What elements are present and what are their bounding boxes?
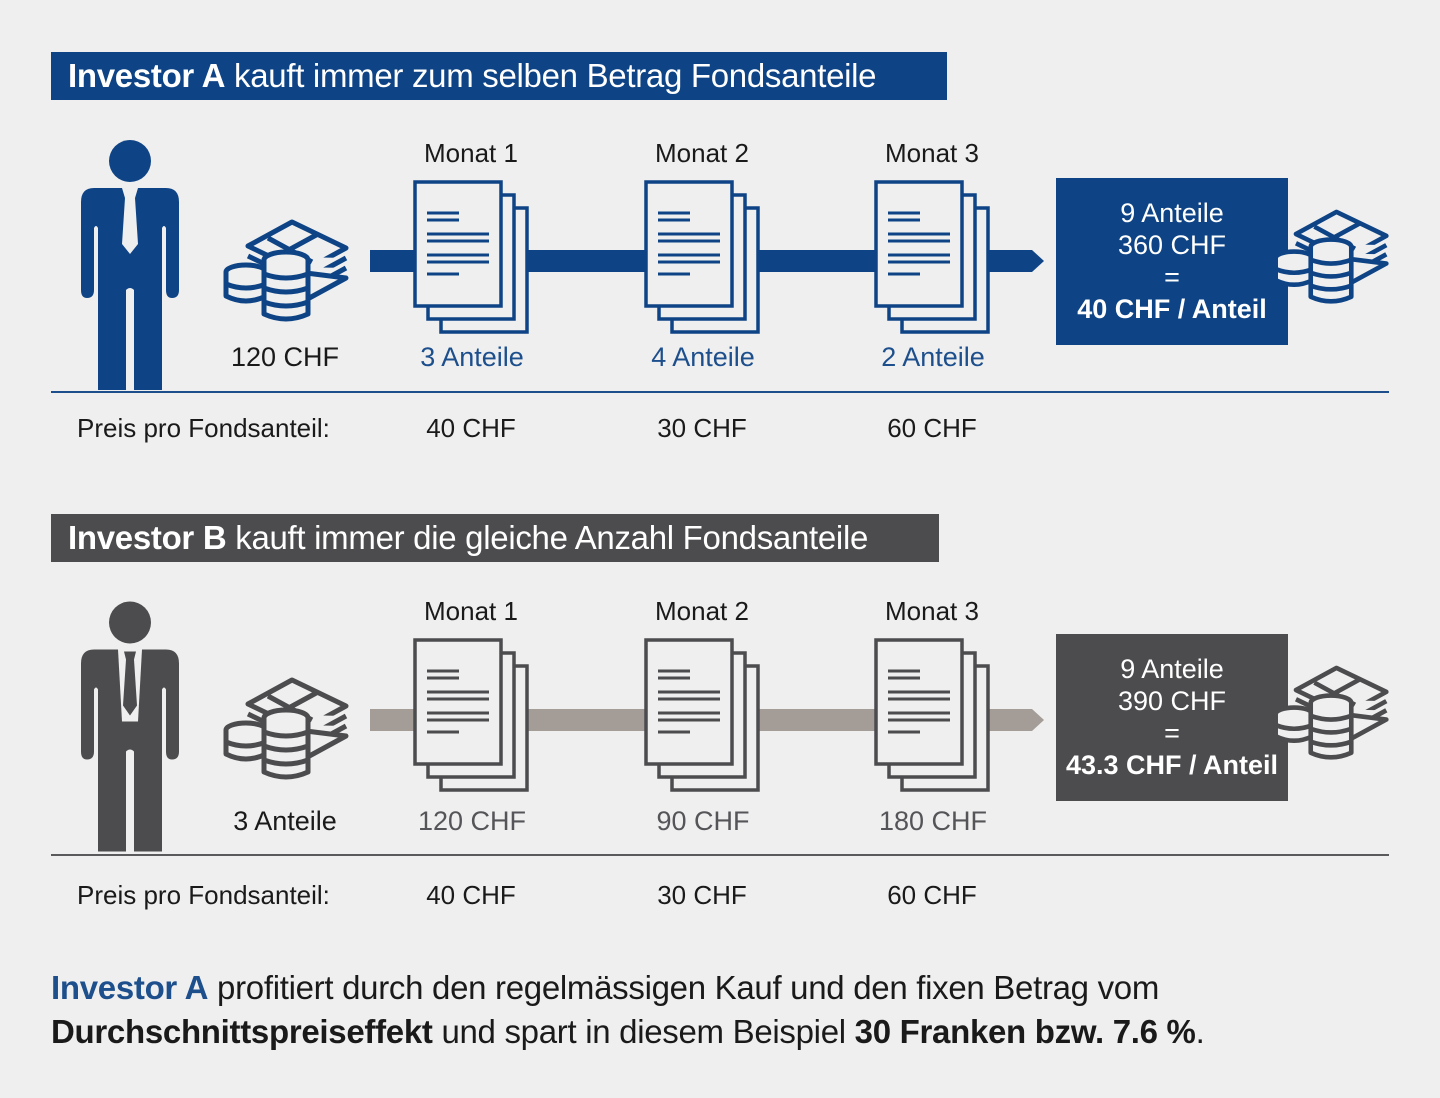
month-shares: 4 Anteile [651, 342, 755, 372]
conclusion-highlight: Investor A [51, 969, 209, 1006]
month-amount: 90 CHF [656, 806, 750, 836]
summary-shares: 9 Anteile [1120, 198, 1224, 228]
conclusion-bold-1: Durchschnittspreiseffekt [51, 1013, 433, 1050]
conclusion-text: Investor A profitiert durch den regelmäs… [51, 966, 1205, 1054]
conclusion-text-2: und spart in diesem Beispiel [432, 1013, 855, 1050]
price-value: 40 CHF [426, 413, 516, 443]
businessman-icon [81, 140, 179, 390]
document-stack-icon [644, 180, 760, 334]
month-amount: 120 CHF [417, 806, 527, 836]
month-label: Monat 1 [424, 596, 518, 626]
month-label: Monat 3 [885, 138, 979, 168]
summary-per-share: 40 CHF / Anteil [1077, 294, 1267, 324]
month-label: Monat 2 [655, 596, 749, 626]
investor-a-title-rest: kauft immer zum selben Betrag Fondsantei… [225, 57, 877, 94]
investor-b-baseline [51, 854, 1389, 856]
document-stack-icon [413, 638, 529, 792]
summary-per-share: 43.3 CHF / Anteil [1065, 750, 1279, 780]
price-value: 30 CHF [657, 880, 747, 910]
businessman-icon [81, 601, 179, 852]
month-amount: 180 CHF [878, 806, 988, 836]
investor-a-title-bold: Investor A [68, 57, 226, 94]
price-value: 40 CHF [426, 880, 516, 910]
investor-b-summary: 9 Anteile 390 CHF = 43.3 CHF / Anteil [1056, 634, 1288, 801]
conclusion-text-1: profitiert durch den regelmässigen Kauf … [208, 969, 1160, 1006]
investor-b-title-rest: kauft immer die gleiche Anzahl Fondsante… [226, 519, 869, 556]
month-shares: 2 Anteile [881, 342, 985, 372]
investor-b-investment: 3 Anteile [233, 806, 337, 836]
investor-b-title-bold: Investor B [68, 519, 227, 556]
summary-shares: 9 Anteile [1120, 654, 1224, 684]
document-stack-icon [644, 638, 760, 792]
money-stack-icon [223, 219, 349, 322]
investor-a-banner: Investor A kauft immer zum selben Betrag… [51, 52, 947, 100]
price-row-label: Preis pro Fondsanteil: [77, 413, 330, 443]
investor-a-investment: 120 CHF [230, 342, 340, 372]
investor-b-banner: Investor B kauft immer die gleiche Anzah… [51, 514, 939, 562]
month-shares: 3 Anteile [420, 342, 524, 372]
money-stack-icon [1273, 209, 1389, 304]
price-value: 60 CHF [887, 413, 977, 443]
price-row-label: Preis pro Fondsanteil: [77, 880, 330, 910]
summary-equals: = [1164, 262, 1180, 292]
month-label: Monat 3 [885, 596, 979, 626]
money-stack-icon [223, 677, 349, 780]
price-value: 30 CHF [657, 413, 747, 443]
investor-a-baseline [51, 391, 1389, 393]
conclusion-text-3: . [1195, 1013, 1205, 1050]
investor-a-summary: 9 Anteile 360 CHF = 40 CHF / Anteil [1056, 178, 1288, 345]
price-value: 60 CHF [887, 880, 977, 910]
month-label: Monat 2 [655, 138, 749, 168]
money-stack-icon [1273, 665, 1389, 760]
document-stack-icon [874, 180, 990, 334]
month-label: Monat 1 [424, 138, 518, 168]
summary-total: 360 CHF [1117, 230, 1227, 260]
summary-equals: = [1164, 718, 1180, 748]
conclusion-bold-2: 30 Franken bzw. 7.6 % [854, 1013, 1196, 1050]
summary-total: 390 CHF [1117, 686, 1227, 716]
document-stack-icon [874, 638, 990, 792]
document-stack-icon [413, 180, 529, 334]
